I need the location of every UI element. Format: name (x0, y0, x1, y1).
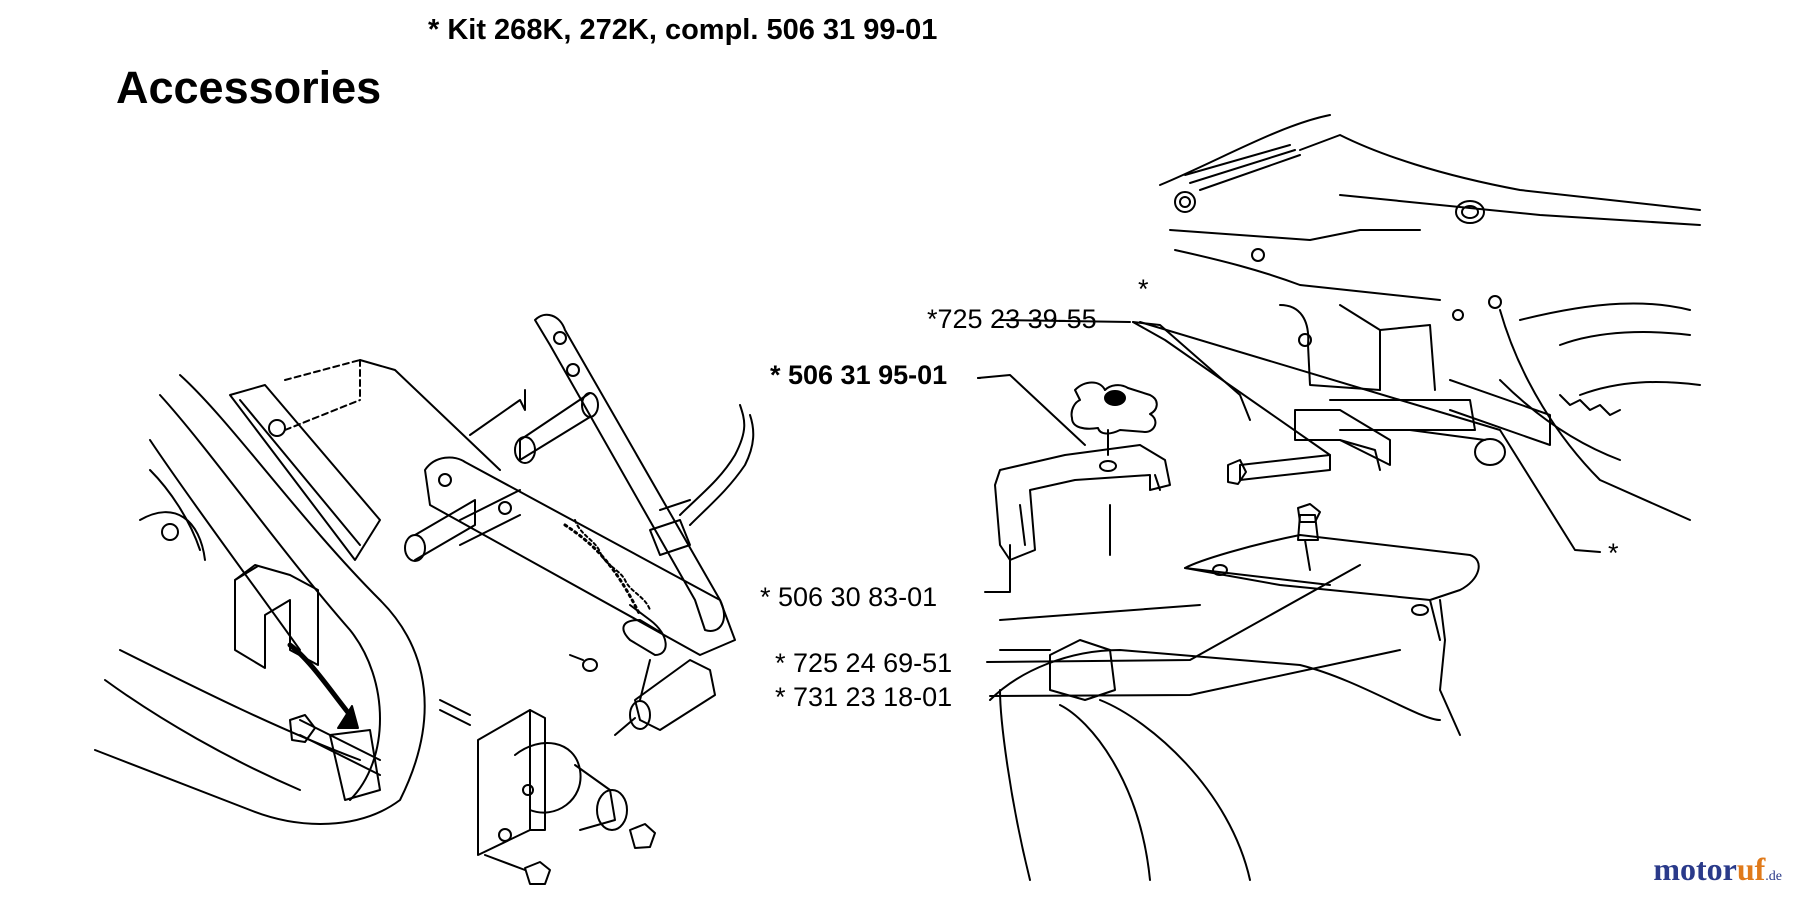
u-bracket (994, 444, 1171, 561)
label-506-30-83-01: * 506 30 83-01 (760, 582, 938, 612)
left-assembly (94, 313, 755, 885)
cross-plate (424, 456, 736, 656)
mounting-plate (1184, 534, 1480, 601)
r-clip (622, 604, 667, 656)
hitch-cylinder (514, 742, 582, 814)
label-star-right: * (1608, 538, 1619, 568)
left-body-outline (94, 374, 426, 825)
install-arrow (287, 642, 353, 718)
watermark-brand-a: motor (1653, 851, 1737, 887)
label-725-24-69-51: * 725 24 69-51 (775, 648, 953, 678)
motoruf-watermark: motoruf.de (1653, 851, 1782, 888)
label-731-23-18-01: * 731 23 18-01 (775, 682, 953, 712)
leader-lines (977, 319, 1601, 697)
star-knob (1070, 381, 1158, 435)
lift-arm (534, 313, 725, 632)
label-725-23-39-55: *725 23 39-55 (927, 304, 1097, 334)
watermark-tld: .de (1765, 869, 1782, 884)
u-clip (234, 564, 319, 669)
fender (989, 649, 1441, 721)
frame-bracket (1279, 304, 1381, 391)
section-title: Accessories (116, 62, 382, 113)
bolt-725-23-39-55 (1239, 454, 1331, 481)
kit-title: * Kit 268K, 272K, compl. 506 31 99-01 (428, 14, 938, 46)
right-assembly (989, 114, 1701, 881)
watermark-brand-b: uf (1736, 851, 1766, 887)
label-506-31-95-01: * 506 31 95-01 (770, 360, 948, 390)
spring (574, 519, 651, 611)
hitch-bracket (477, 709, 531, 856)
label-star-top: * (1138, 274, 1149, 304)
cable (679, 404, 746, 516)
left-slide-plate (229, 384, 381, 561)
